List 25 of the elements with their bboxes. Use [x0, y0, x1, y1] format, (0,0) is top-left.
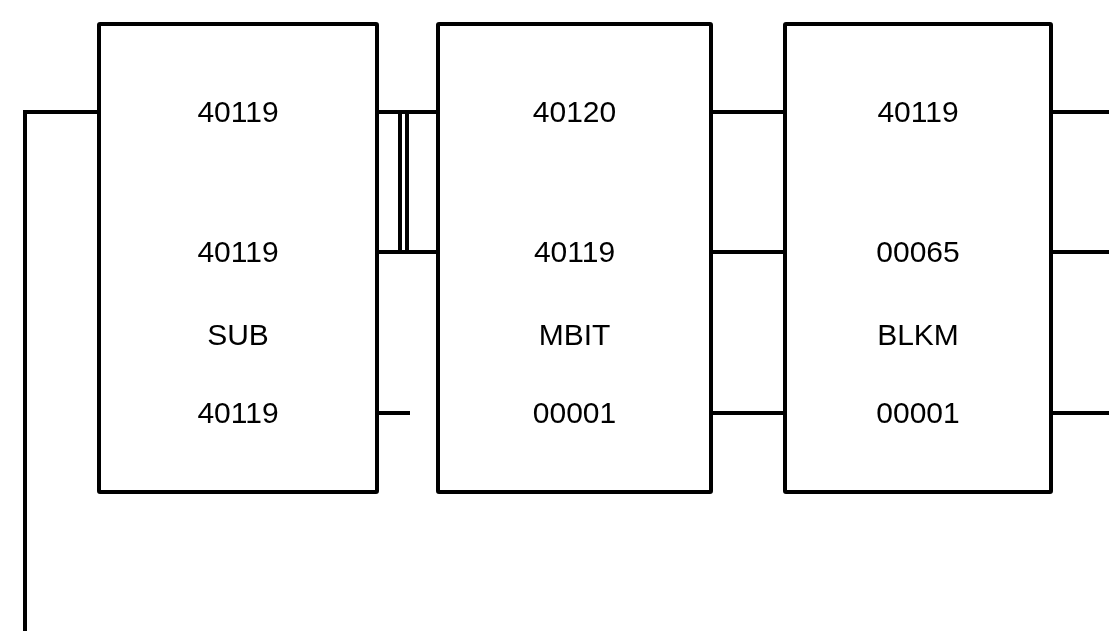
register-value: 00001 [876, 396, 960, 430]
connection-line [713, 411, 783, 415]
connection-line [379, 250, 436, 254]
function-block [436, 22, 713, 494]
connection-line [23, 110, 97, 631]
register-value: 40119 [197, 235, 279, 269]
connection-line [379, 110, 436, 114]
register-value: 40119 [877, 95, 959, 129]
connection-line [379, 411, 410, 415]
register-value: 40119 [197, 95, 279, 129]
function-name: SUB [207, 318, 269, 352]
function-name: BLKM [877, 318, 959, 352]
connection-line [1053, 250, 1109, 254]
connection-line [713, 110, 783, 114]
function-block [97, 22, 379, 494]
connection-line [1053, 110, 1109, 114]
function-name: MBIT [538, 318, 611, 352]
register-value: 40119 [197, 396, 279, 430]
connection-line [1053, 411, 1109, 415]
register-value: 40119 [533, 235, 616, 269]
register-value: 00065 [876, 235, 960, 269]
connection-line [713, 250, 783, 254]
register-value: 40120 [532, 95, 617, 129]
register-value: 00001 [532, 396, 617, 430]
function-block [783, 22, 1053, 494]
